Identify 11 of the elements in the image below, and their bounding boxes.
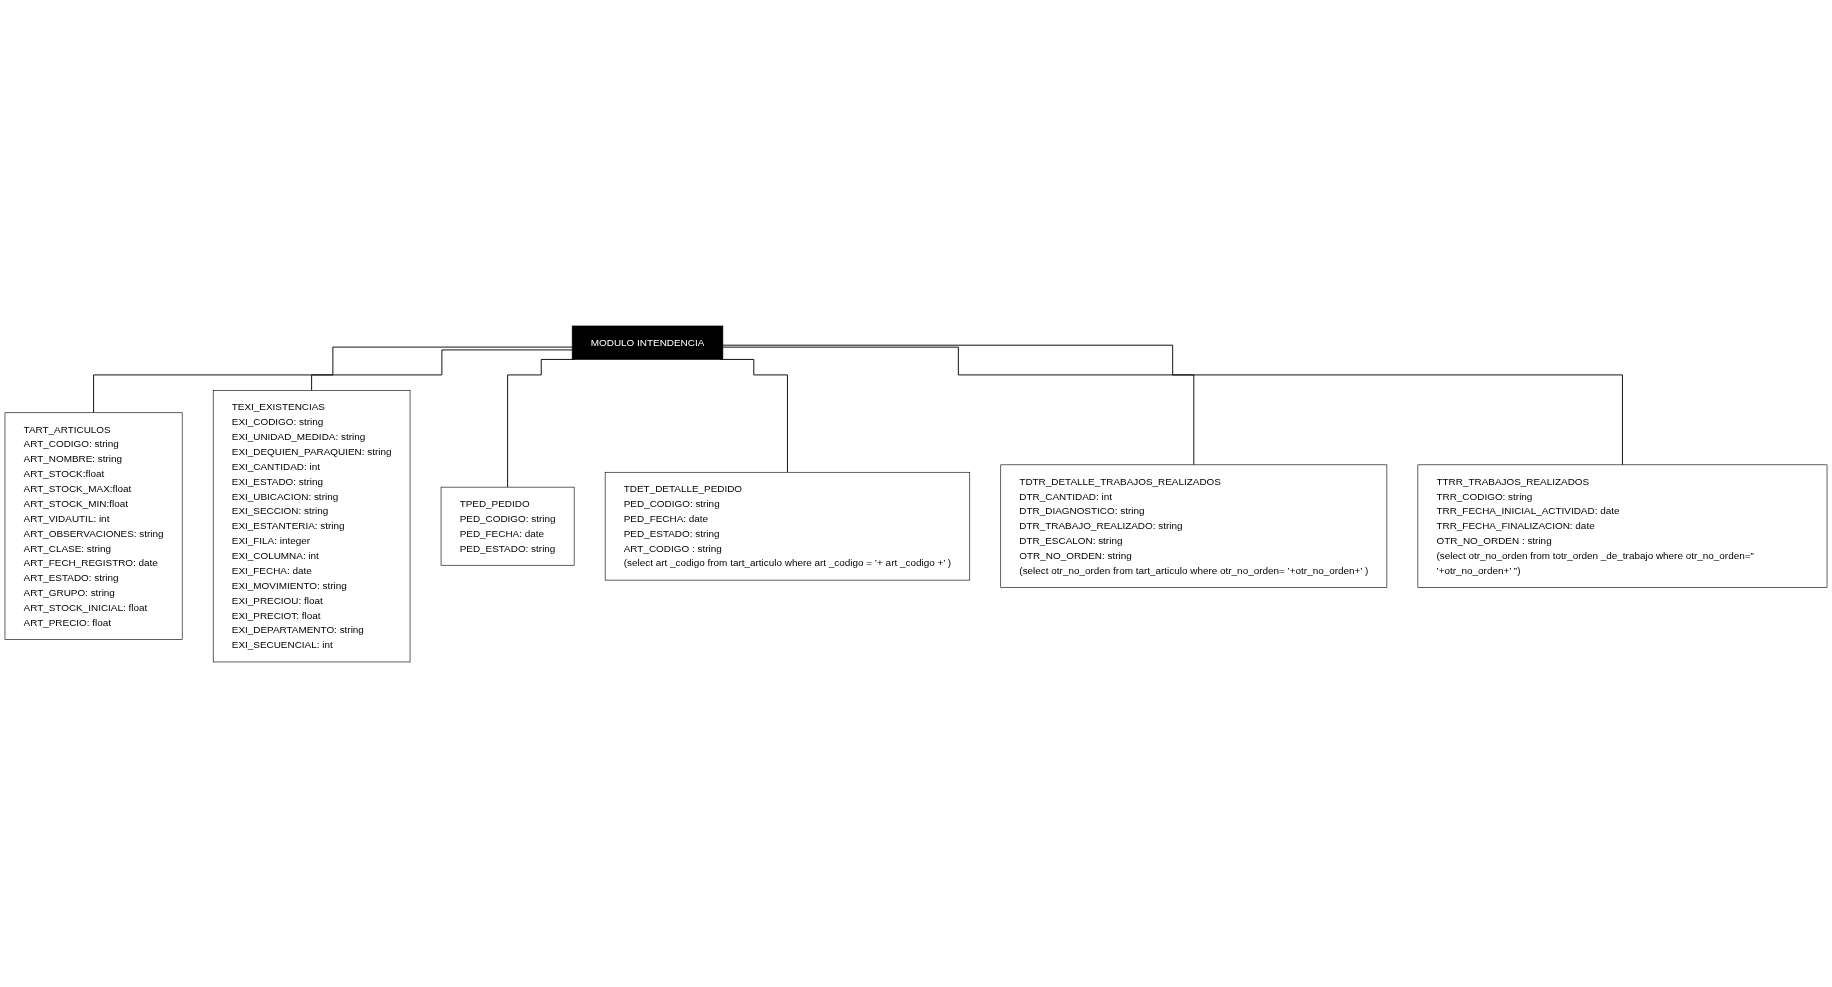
- connector: [722, 344, 1623, 465]
- node-box: TEXI_EXISTENCIAS EXI_CODIGO: string EXI_UNIDAD_MEDIDA: string EXI_DEQUIEN_PARAQUIEN: string EXI_CANTIDAD: int EXI_ESTADO: string EXI_UBICACION: string EXI_SECCION: string EXI_ESTANTERIA: string EXI_FILA: integer EXI_COLUMNA: int EXI_FECHA: date EXI_MOVIMIENTO: string EXI_PRECIOU: float EXI_PRECIOT: float EXI_DEPARTAMENTO: string EXI_SECUENCIAL: int: [212, 389, 411, 662]
- connector: [93, 346, 573, 413]
- connector: [311, 349, 573, 391]
- connector: [722, 346, 1195, 465]
- node-box: TDTR_DETALLE_TRABAJOS_REALIZADOS DTR_CANTIDAD: int DTR_DIAGNOSTICO: string DTR_TRABAJO_REALIZADO: string DTR_ESCALON: string OTR_NO_ORDEN: string (select otr_no_orden from tart_articulo where otr_no_orden= ’+otr_no_orden+’ ): [1000, 464, 1388, 588]
- node-box: TPED_PEDIDO PED_CODIGO: string PED_FECHA: date PED_ESTADO: string: [440, 486, 575, 566]
- node-box: TTRR_TRABAJOS_REALIZADOS TRR_CODIGO: string TRR_FECHA_INICIAL_ACTIVIDAD: date TRR_FECHA_FINALIZACION: date OTR_NO_ORDEN : string (select otr_no_orden from totr_orden _de_trabajo where otr_no_orden=” ’+otr_no_orden+’ ”): [1417, 464, 1828, 588]
- node-box: TDET_DETALLE_PEDIDO PED_CODIGO: string PED_FECHA: date PED_ESTADO: string ART_CODIGO : string (select art _codigo from tart_articulo where art _codigo = ’+ art _codigo +’ ): [604, 471, 971, 580]
- node-box: TART_ARTICULOS ART_CODIGO: string ART_NOMBRE: string ART_STOCK:float ART_STOCK_MAX:float ART_STOCK_MIN:float ART_VIDAUTIL: int ART_OBSERVACIONES: string ART_CLASE: string ART_FECH_REGISTRO: date ART_ESTADO: string ART_GRUPO: string ART_STOCK_INICIAL: float ART_PRECIO: float: [4, 411, 183, 640]
- node-box: MODULO INTENDENCIA: [571, 325, 724, 360]
